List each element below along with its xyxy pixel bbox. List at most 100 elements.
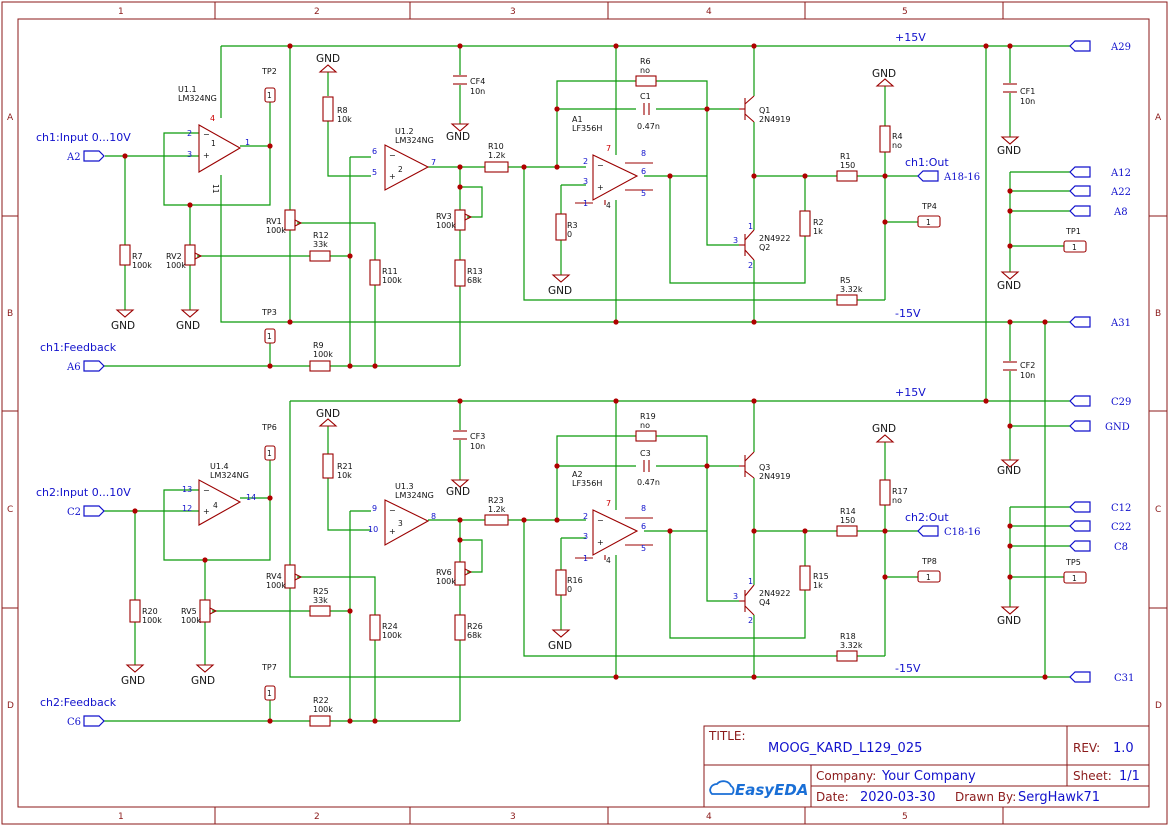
r21-value: 10k — [337, 471, 352, 480]
svg-text:2: 2 — [583, 512, 588, 521]
gnd-r16: GND — [548, 629, 572, 652]
net-plus15-bottom: +15V — [895, 386, 926, 399]
port-a6: A6 — [66, 362, 81, 373]
svg-text:12: 12 — [182, 504, 192, 513]
r14-ref: R14 — [840, 507, 856, 516]
q3-value: 2N4919 — [759, 472, 790, 481]
zone-col-1-bottom: 1 — [118, 812, 124, 822]
svg-text:1: 1 — [748, 577, 753, 586]
gnd-cf3: GND — [446, 479, 470, 498]
svg-text:11: 11 — [211, 184, 220, 194]
r7-value: 100k — [132, 261, 152, 270]
r15-value: 1k — [813, 581, 823, 590]
svg-text:GND: GND — [316, 408, 340, 420]
svg-text:3: 3 — [398, 519, 403, 528]
c3-ref: C3 — [640, 449, 651, 458]
transistor-q1: Q1 2N4919 — [739, 95, 790, 124]
rv4-value: 100k — [266, 581, 286, 590]
svg-text:3: 3 — [583, 532, 588, 541]
gnd-tp1: GND — [997, 271, 1021, 292]
r11-ref: R11 — [382, 267, 398, 276]
r26-value: 68k — [467, 631, 482, 640]
svg-text:+: + — [389, 527, 396, 536]
u1-3-value: LM324NG — [395, 491, 434, 500]
r20-ref: R20 — [142, 607, 158, 616]
svg-text:1: 1 — [267, 689, 272, 698]
transistor-q3: Q3 2N4919 — [739, 451, 790, 481]
svg-text:+: + — [597, 183, 604, 192]
svg-text:−: − — [597, 161, 604, 170]
transistor-q4: 3 1 2 2N4922 Q4 — [733, 577, 790, 625]
svg-text:−: − — [597, 516, 604, 525]
r3-ref: R3 — [567, 221, 578, 230]
tp1-label: TP1 — [1065, 227, 1081, 236]
svg-text:4: 4 — [606, 201, 611, 210]
cf2-ref: CF2 — [1020, 361, 1035, 370]
zone-row-d-right: D — [1155, 701, 1162, 711]
svg-text:GND: GND — [121, 675, 145, 687]
wires-channel-2 — [104, 400, 1070, 722]
rv3-ref: RV3 — [436, 212, 452, 221]
net-ch2-feedback: ch2:Feedback — [40, 696, 117, 709]
port-a18-16: A18-16 — [943, 172, 980, 183]
q3-ref: Q3 — [759, 463, 770, 472]
r7-ref: R7 — [132, 252, 143, 261]
tp7-label: TP7 — [261, 663, 277, 672]
svg-text:1: 1 — [1072, 243, 1077, 252]
c1-value: 0.47n — [637, 122, 660, 131]
net-ch1-input: ch1:Input 0...10V — [36, 131, 131, 144]
r11-value: 100k — [382, 276, 402, 285]
rv2-value: 100k — [166, 261, 186, 270]
opamp-u1-1: 2 3 1 4 11 1 −+ U1.1 LM324NG — [178, 85, 250, 194]
svg-text:1: 1 — [583, 554, 588, 563]
r13-ref: R13 — [467, 267, 483, 276]
svg-text:2: 2 — [748, 261, 753, 270]
rev-value: 1.0 — [1113, 741, 1134, 756]
svg-text:GND: GND — [872, 423, 896, 435]
svg-text:GND: GND — [176, 320, 200, 332]
zone-col-4: 4 — [706, 7, 712, 17]
date-label: Date: — [816, 790, 849, 804]
svg-text:1: 1 — [926, 573, 931, 582]
svg-text:5: 5 — [641, 544, 646, 553]
svg-text:6: 6 — [641, 167, 646, 176]
u1-1-value: LM324NG — [178, 94, 217, 103]
zone-col-1: 1 — [118, 7, 124, 17]
zone-col-2-bottom: 2 — [314, 812, 320, 822]
zone-row-a: A — [7, 113, 14, 123]
r3-value: 0 — [567, 230, 572, 239]
zone-row-c-right: C — [1155, 505, 1161, 515]
rv6-value: 100k — [436, 577, 456, 586]
svg-text:3: 3 — [733, 236, 738, 245]
svg-text:7: 7 — [606, 144, 611, 153]
svg-text:−: − — [389, 151, 396, 160]
r19-ref: R19 — [640, 412, 656, 421]
port-c2: C2 — [67, 507, 81, 518]
cf3-ref: CF3 — [470, 432, 485, 441]
svg-text:2: 2 — [187, 129, 192, 138]
svg-text:GND: GND — [446, 131, 470, 143]
sheet-value: 1/1 — [1119, 769, 1140, 784]
svg-text:4: 4 — [210, 114, 215, 123]
port-c12: C12 — [1111, 503, 1131, 514]
r5-ref: R5 — [840, 276, 851, 285]
port-a31: A31 — [1110, 318, 1131, 329]
a2-ref: A2 — [572, 470, 583, 479]
svg-text:GND: GND — [111, 320, 135, 332]
r4-ref: R4 — [892, 132, 903, 141]
svg-text:7: 7 — [606, 499, 611, 508]
r20-value: 100k — [142, 616, 162, 625]
r15-ref: R15 — [813, 572, 829, 581]
q4-ref: Q4 — [759, 598, 770, 607]
zone-row-d: D — [7, 701, 14, 711]
svg-text:3: 3 — [187, 150, 192, 159]
tp5-label: TP5 — [1065, 558, 1081, 567]
r14-value: 150 — [840, 516, 855, 525]
svg-text:+: + — [203, 507, 210, 516]
zone-col-5: 5 — [902, 7, 908, 17]
net-ch2-out: ch2:Out — [905, 511, 949, 524]
svg-text:GND: GND — [997, 280, 1021, 292]
cf4-ref: CF4 — [470, 77, 485, 86]
net-minus15-top: -15V — [895, 307, 921, 320]
